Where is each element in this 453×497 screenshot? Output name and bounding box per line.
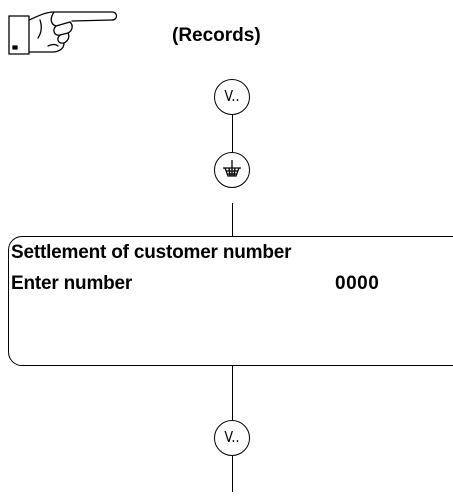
display-panel: Settlement of customer number Enter numb… <box>8 236 453 366</box>
basket-key[interactable] <box>214 152 250 188</box>
pointing-hand-icon <box>8 11 118 55</box>
bottom-function-key-label: V.. <box>224 427 240 446</box>
display-line-1: Settlement of customer number <box>11 242 292 263</box>
display-line-2-label: Enter number <box>11 273 133 294</box>
connector-line <box>232 366 233 420</box>
top-function-key[interactable]: V.. <box>214 79 250 115</box>
top-function-key-label: V.. <box>224 86 240 105</box>
connector-line <box>232 456 233 492</box>
section-title: (Records) <box>172 25 261 46</box>
basket-key-icon <box>223 160 241 177</box>
display-line-2-value: 0000 <box>335 273 380 294</box>
bottom-function-key[interactable]: V.. <box>214 420 250 456</box>
connector-line <box>232 203 233 236</box>
connector-line <box>232 115 233 152</box>
